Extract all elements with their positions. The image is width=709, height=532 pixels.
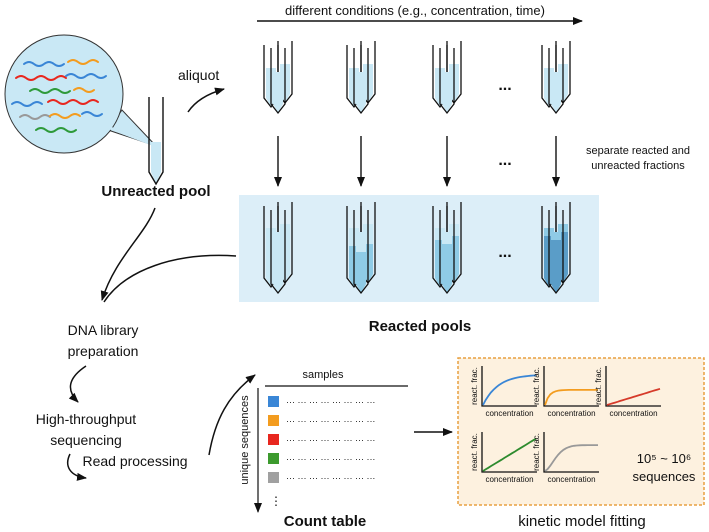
- sequence-color-swatch: [268, 453, 279, 464]
- kinetic-plots: react. frac. concentration react. frac. con…: [470, 366, 661, 484]
- plot-xlabel: concentration: [547, 409, 595, 418]
- tube-group-top-2: [346, 41, 376, 115]
- plot-axes: [481, 432, 537, 473]
- reacted-pools-panel: [239, 195, 599, 302]
- table-more-rows-dots: ⋮: [270, 494, 282, 508]
- ellipsis-top: ...: [498, 77, 511, 94]
- sequence-color-swatch: [268, 415, 279, 426]
- sequencing-to-processing-arrow: [66, 453, 87, 481]
- reacted-pools-label: Reacted pools: [369, 318, 472, 335]
- kinetic-fitting-label: kinetic model fitting: [518, 513, 646, 530]
- kinetic-plot: react. frac. concentration: [594, 366, 661, 418]
- count-table-rows: ··· ··· ··· ··· ··· ··· ··· ··· ··· ··· ·…: [268, 396, 375, 483]
- plot-ylabel: react. frac.: [594, 367, 603, 405]
- kinetic-plot: react. frac. concentration: [532, 366, 599, 418]
- hts-label-1: High-throughput: [36, 411, 137, 427]
- fitted-curve: [482, 437, 537, 472]
- tube-group-bottom-3: [432, 202, 462, 295]
- count-table-label: Count table: [284, 513, 367, 530]
- tube-group-top-3: [432, 41, 462, 115]
- aliquot-label: aliquot: [178, 67, 219, 83]
- count-row-values: ··· ··· ··· ··· ··· ··· ··· ···: [286, 397, 375, 407]
- unique-sequences-label: unique sequences: [239, 395, 251, 485]
- kinetic-fitting-box: [457, 357, 705, 506]
- fitted-curve: [544, 388, 598, 406]
- conditions-label: different conditions (e.g., concentratio…: [285, 3, 545, 18]
- samples-label: samples: [303, 369, 344, 381]
- sequence-library-bubble: [4, 34, 157, 154]
- aliquot-arrow: [187, 87, 225, 113]
- sequence-range-line1: 10⁵ ~ 10⁶: [637, 451, 691, 466]
- sequence-color-swatch: [268, 434, 279, 445]
- dna-library-label-1: DNA library: [68, 322, 139, 338]
- tube-group-bottom-4: [541, 202, 571, 295]
- count-row-values: ··· ··· ··· ··· ··· ··· ··· ···: [286, 454, 375, 464]
- tube-group-bottom-2: [346, 202, 376, 295]
- fitted-curve: [544, 444, 598, 472]
- kinetic-plot: react. frac. concentration: [470, 432, 537, 484]
- kinetic-plot: react. frac. concentration: [532, 432, 599, 484]
- plot-ylabel: react. frac.: [532, 367, 541, 405]
- separate-label-line2: unreacted fractions: [591, 160, 685, 172]
- unreacted-pool-tube: [148, 97, 164, 186]
- sequence-color-swatch: [268, 472, 279, 483]
- plot-axes: [543, 432, 599, 473]
- plot-ylabel: react. frac.: [470, 367, 479, 405]
- count-row-values: ··· ··· ··· ··· ··· ··· ··· ···: [286, 435, 375, 445]
- plot-ylabel: react. frac.: [470, 433, 479, 471]
- count-row-values: ··· ··· ··· ··· ··· ··· ··· ···: [286, 416, 375, 426]
- plot-xlabel: concentration: [485, 409, 533, 418]
- tube-group-top-1: [263, 41, 293, 115]
- plot-ylabel: react. frac.: [532, 433, 541, 471]
- fitted-curve: [482, 374, 537, 406]
- dna-library-label-2: preparation: [68, 343, 139, 359]
- unreacted-pool-label: Unreacted pool: [101, 183, 210, 200]
- plot-xlabel: concentration: [609, 409, 657, 418]
- ellipsis-bottom: ...: [498, 244, 511, 261]
- processing-to-table-arrow: [208, 374, 256, 456]
- count-row-values: ··· ··· ··· ··· ··· ··· ··· ···: [286, 473, 375, 483]
- plot-xlabel: concentration: [547, 475, 595, 484]
- library-to-sequencing-arrow: [68, 365, 87, 403]
- reacted-to-library-arrow: [103, 254, 237, 303]
- read-processing-label: Read processing: [82, 453, 187, 469]
- fitted-curve: [606, 387, 661, 406]
- plot-xlabel: concentration: [485, 475, 533, 484]
- ellipsis-middle: ...: [498, 152, 511, 169]
- tube-group-bottom-1: [263, 202, 293, 295]
- sequence-color-swatch: [268, 396, 279, 407]
- tube-group-top-4: [541, 41, 571, 115]
- plot-axes: [543, 366, 599, 407]
- unreacted-to-library-arrow: [100, 207, 156, 301]
- plot-axes: [481, 366, 537, 407]
- sequence-range-line2: sequences: [633, 469, 696, 484]
- kinetic-plot: react. frac. concentration: [470, 366, 537, 418]
- sequence-squiggles: [11, 59, 107, 133]
- hts-label-2: sequencing: [50, 432, 122, 448]
- separate-label-line1: separate reacted and: [586, 145, 690, 157]
- plot-axes: [605, 366, 661, 407]
